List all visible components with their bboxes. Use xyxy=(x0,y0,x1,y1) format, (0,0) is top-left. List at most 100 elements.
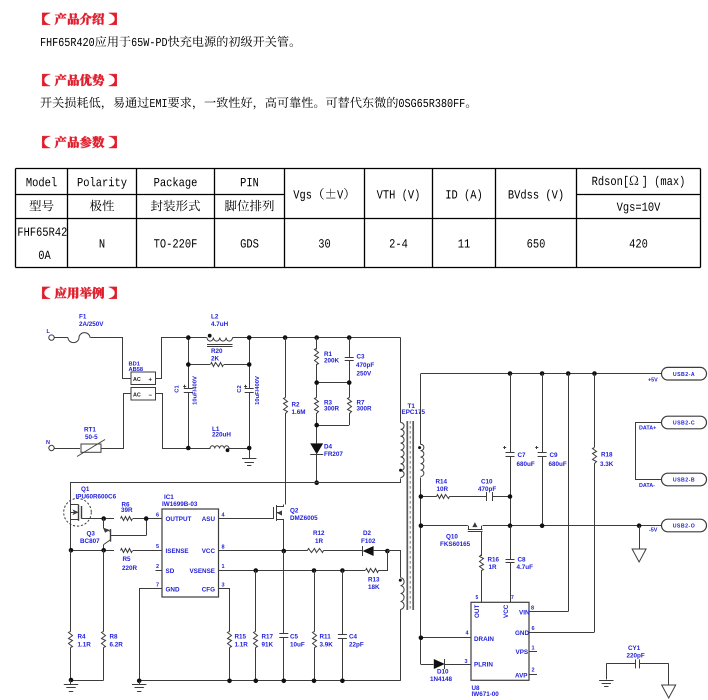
svg-text:R3: R3 xyxy=(324,400,333,407)
svg-text:C4: C4 xyxy=(349,634,358,641)
svg-text:FKS60165: FKS60165 xyxy=(440,541,471,548)
svg-text:5: 5 xyxy=(156,544,159,550)
svg-text:2: 2 xyxy=(532,668,535,674)
svg-text:L1: L1 xyxy=(212,426,220,433)
svg-text:DMZ6005: DMZ6005 xyxy=(290,515,318,522)
svg-text:1: 1 xyxy=(532,646,535,652)
svg-text:1R: 1R xyxy=(315,538,324,545)
svg-text:220pF: 220pF xyxy=(627,653,645,660)
svg-text:4: 4 xyxy=(222,513,226,519)
svg-text:+: + xyxy=(149,377,153,383)
svg-text:680uF: 680uF xyxy=(549,461,567,468)
svg-text:1.6M: 1.6M xyxy=(292,409,306,416)
svg-text:EPC175: EPC175 xyxy=(402,409,426,416)
svg-text:10uF/400V: 10uF/400V xyxy=(193,376,199,405)
svg-text:10R: 10R xyxy=(437,486,449,493)
svg-text:+5V: +5V xyxy=(648,377,658,383)
svg-text:250V: 250V xyxy=(357,370,373,377)
svg-text:IC1: IC1 xyxy=(164,494,174,501)
svg-text:DATA-: DATA- xyxy=(639,483,655,489)
svg-text:IW671-00: IW671-00 xyxy=(472,691,500,698)
svg-text:VIN: VIN xyxy=(519,610,530,617)
svg-text:AVP: AVP xyxy=(515,673,527,680)
svg-text:ASU: ASU xyxy=(202,516,216,523)
svg-text:C8: C8 xyxy=(518,557,527,564)
svg-text:VPS: VPS xyxy=(516,649,529,656)
svg-text:22pF: 22pF xyxy=(349,642,364,649)
svg-text:T1: T1 xyxy=(408,403,416,410)
svg-text:2A/250V: 2A/250V xyxy=(79,321,104,328)
svg-text:3.9K: 3.9K xyxy=(320,642,334,649)
svg-text:D2: D2 xyxy=(363,530,372,537)
svg-text:10uF: 10uF xyxy=(290,642,305,649)
svg-text:4: 4 xyxy=(466,631,470,637)
svg-text:5: 5 xyxy=(476,595,479,601)
svg-text:-5V: -5V xyxy=(649,528,658,534)
svg-text:8: 8 xyxy=(222,545,225,551)
svg-text:C9: C9 xyxy=(550,452,559,459)
svg-text:200K: 200K xyxy=(324,358,340,365)
svg-text:N: N xyxy=(46,440,50,446)
svg-text:VSENSE: VSENSE xyxy=(189,568,215,575)
svg-text:1N4148: 1N4148 xyxy=(430,676,453,683)
svg-text:39R: 39R xyxy=(121,507,133,514)
svg-text:18K: 18K xyxy=(368,584,380,591)
svg-text:R2: R2 xyxy=(292,402,301,409)
svg-text:1R: 1R xyxy=(489,564,498,571)
svg-text:USB2-C: USB2-C xyxy=(673,421,695,427)
svg-text:USB2-B: USB2-B xyxy=(673,478,695,484)
svg-text:2: 2 xyxy=(156,564,159,570)
svg-text:GND: GND xyxy=(166,586,180,593)
svg-text:220uH: 220uH xyxy=(212,431,231,438)
svg-text:R20: R20 xyxy=(211,348,223,355)
svg-text:R4: R4 xyxy=(78,634,87,641)
svg-text:BD1: BD1 xyxy=(129,361,140,367)
svg-text:IPU60R600C6: IPU60R600C6 xyxy=(76,493,117,500)
svg-text:BC807: BC807 xyxy=(80,538,100,545)
svg-text:PLRIN: PLRIN xyxy=(474,662,493,669)
svg-text:C5: C5 xyxy=(290,634,299,641)
svg-text:U8: U8 xyxy=(472,685,481,692)
svg-text:1.1R: 1.1R xyxy=(78,642,92,649)
svg-text:6.2R: 6.2R xyxy=(110,642,124,649)
svg-text:Q2: Q2 xyxy=(290,508,299,515)
svg-text:470pF: 470pF xyxy=(356,362,374,369)
svg-text:USB2-O: USB2-O xyxy=(673,524,696,530)
svg-text:300R: 300R xyxy=(357,406,373,413)
svg-text:VCC: VCC xyxy=(503,604,510,618)
svg-text:300R: 300R xyxy=(324,406,340,413)
svg-text:7: 7 xyxy=(156,583,159,589)
svg-text:6: 6 xyxy=(532,626,535,632)
svg-text:OUT: OUT xyxy=(474,605,481,618)
svg-text:C10: C10 xyxy=(481,479,493,486)
svg-text:D10: D10 xyxy=(437,669,449,676)
svg-text:6: 6 xyxy=(156,513,159,519)
svg-text:1.1R: 1.1R xyxy=(235,642,249,649)
svg-text:AC: AC xyxy=(133,393,141,399)
svg-text:VCC: VCC xyxy=(202,548,216,555)
svg-text:R8: R8 xyxy=(110,634,119,641)
svg-text:OUTPUT: OUTPUT xyxy=(166,516,192,523)
svg-text:DATA+: DATA+ xyxy=(639,426,656,432)
svg-text:R14: R14 xyxy=(436,479,448,486)
svg-text:Q3: Q3 xyxy=(87,531,96,538)
svg-text:1: 1 xyxy=(222,564,225,570)
svg-text:220R: 220R xyxy=(122,565,138,572)
svg-text:−: − xyxy=(149,393,153,399)
svg-text:AC: AC xyxy=(133,377,141,383)
svg-text:680uF: 680uF xyxy=(517,461,535,468)
svg-text:C1: C1 xyxy=(174,385,180,393)
svg-text:R12: R12 xyxy=(313,530,325,537)
svg-text:DRAIN: DRAIN xyxy=(474,636,494,643)
svg-text:R18: R18 xyxy=(601,452,613,459)
svg-text:4.7uH: 4.7uH xyxy=(211,321,229,328)
svg-text:IW1699B-03: IW1699B-03 xyxy=(162,501,198,508)
svg-text:470pF: 470pF xyxy=(478,486,496,493)
svg-text:L: L xyxy=(47,329,51,335)
svg-text:FR207: FR207 xyxy=(324,451,343,458)
svg-text:AB58: AB58 xyxy=(129,367,144,373)
svg-text:USB2-A: USB2-A xyxy=(673,372,695,378)
svg-text:7: 7 xyxy=(511,595,514,601)
svg-text:CFG: CFG xyxy=(202,586,215,593)
svg-text:3: 3 xyxy=(465,659,468,665)
